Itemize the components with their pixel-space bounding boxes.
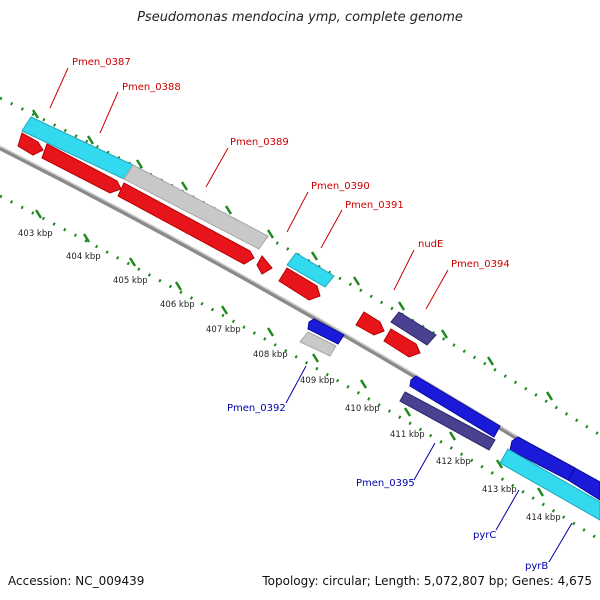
gene-pmen-0393[interactable] <box>390 311 437 346</box>
label-pmen-0394[interactable]: Pmen_0394 <box>451 259 510 270</box>
outer-tick-ring <box>0 96 600 437</box>
scale-label-409: 409 kbp <box>300 376 335 386</box>
gene-pmen-0388[interactable] <box>41 143 122 194</box>
reverse-label-leaders <box>285 365 573 563</box>
scale-label-403: 403 kbp <box>18 229 53 239</box>
label-pyrc[interactable]: pyrC <box>473 530 496 541</box>
genome-backbone-highlight <box>0 145 600 489</box>
gene-nude[interactable] <box>355 311 385 336</box>
label-pmen-0390[interactable]: Pmen_0390 <box>311 181 370 192</box>
scale-label-404: 404 kbp <box>66 252 101 262</box>
scale-label-408: 408 kbp <box>253 350 288 360</box>
label-pmen-0392[interactable]: Pmen_0392 <box>227 403 286 414</box>
scale-label-410: 410 kbp <box>345 404 380 414</box>
gene-pmen-0390-rna[interactable] <box>286 252 335 288</box>
label-pmen-0387[interactable]: Pmen_0387 <box>72 57 131 68</box>
gene-blue-small[interactable] <box>307 318 345 345</box>
label-pyrb[interactable]: pyrB <box>525 561 548 572</box>
gene-pmen-0394[interactable] <box>383 328 421 358</box>
gene-pmen-0392-pseudo[interactable] <box>299 331 337 357</box>
gene-small-red-2[interactable] <box>256 255 273 275</box>
gene-pyrc-upper[interactable] <box>509 436 576 481</box>
scale-label-406: 406 kbp <box>160 300 195 310</box>
gene-pmen-0389[interactable] <box>117 182 255 265</box>
gene-pmen-0391[interactable] <box>278 267 321 301</box>
forward-label-leaders <box>49 67 449 310</box>
accession-text: Accession: NC_009439 <box>8 574 145 588</box>
gene-pmen-0396[interactable] <box>409 375 501 438</box>
label-pmen-0389[interactable]: Pmen_0389 <box>230 137 289 148</box>
scale-label-414: 414 kbp <box>526 513 561 523</box>
gene-pyrb[interactable] <box>567 467 600 501</box>
label-pmen-0388[interactable]: Pmen_0388 <box>122 82 181 93</box>
label-pmen-0391[interactable]: Pmen_0391 <box>345 200 404 211</box>
scale-label-405: 405 kbp <box>113 276 148 286</box>
inner-major-ticks <box>34 209 545 497</box>
label-pmen-0395[interactable]: Pmen_0395 <box>356 478 415 489</box>
genome-backbone <box>0 145 600 492</box>
scale-label-412: 412 kbp <box>436 457 471 467</box>
label-nude[interactable]: nudE <box>418 239 443 250</box>
gene-small-red-1[interactable] <box>17 132 44 156</box>
scale-label-413: 413 kbp <box>482 485 517 495</box>
topology-text: Topology: circular; Length: 5,072,807 bp… <box>262 574 592 588</box>
scale-label-407: 407 kbp <box>206 325 241 335</box>
scale-label-411: 411 kbp <box>390 430 425 440</box>
outer-major-ticks <box>31 109 554 401</box>
gene-pmen-0395[interactable] <box>399 391 496 451</box>
gene-pmen-0389-pseudo[interactable] <box>123 164 269 250</box>
inner-tick-ring <box>0 194 600 542</box>
gene-pyrc[interactable] <box>499 448 600 521</box>
map-title: Pseudomonas mendocina ymp, complete geno… <box>137 10 463 25</box>
